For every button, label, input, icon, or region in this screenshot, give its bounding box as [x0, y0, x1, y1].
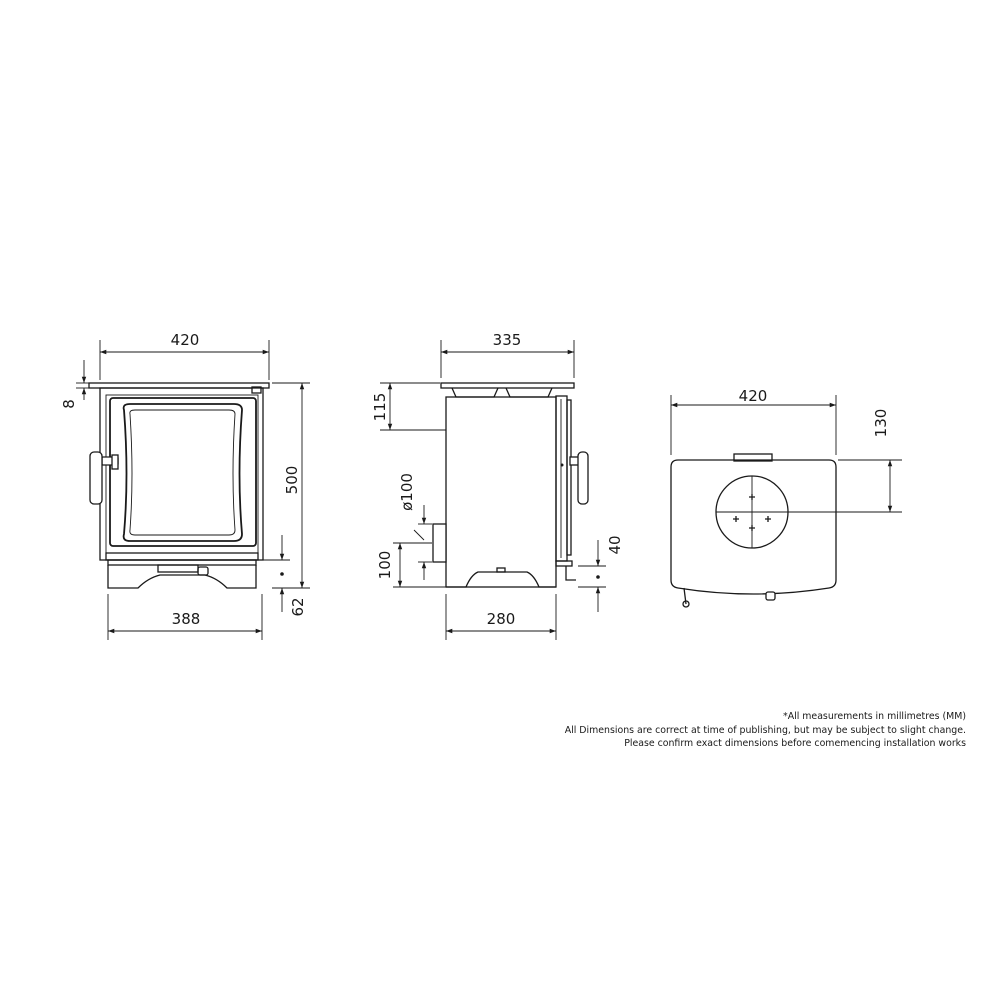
dim-top-width: 420 — [739, 387, 768, 405]
dim-side-depth: 335 — [493, 331, 522, 349]
note-dimensions-disclaimer: All Dimensions are correct at time of pu… — [564, 724, 966, 736]
dim-front-width: 420 — [171, 331, 200, 349]
dim-flue-height: 100 — [376, 551, 394, 580]
note-measurement-units: *All measurements in millimetres (MM) — [783, 711, 966, 722]
dim-base-width: 388 — [172, 610, 201, 628]
dim-flue-center: 130 — [872, 409, 890, 438]
dim-front-height: 500 — [283, 466, 301, 495]
front-dimensions: 420 8 500 62 388 — [60, 331, 310, 640]
front-view — [88, 382, 270, 589]
dim-top-drop: 115 — [371, 393, 389, 422]
dim-base-depth: 280 — [487, 610, 516, 628]
note-confirm-dimensions: Please confirm exact dimensions before c… — [624, 738, 966, 749]
dim-flue-diameter: ø100 — [398, 473, 416, 511]
side-dimensions: 335 115 ø100 100 40 280 — [371, 331, 624, 640]
top-dimensions: 420 130 — [670, 387, 902, 513]
dim-top-plate: 8 — [60, 399, 78, 409]
notes-block: *All measurements in millimetres (MM) Al… — [565, 710, 966, 751]
dim-rear-leg: 40 — [606, 535, 624, 554]
dim-leg-height: 62 — [289, 597, 307, 616]
side-view — [432, 382, 589, 588]
top-view — [670, 453, 837, 608]
